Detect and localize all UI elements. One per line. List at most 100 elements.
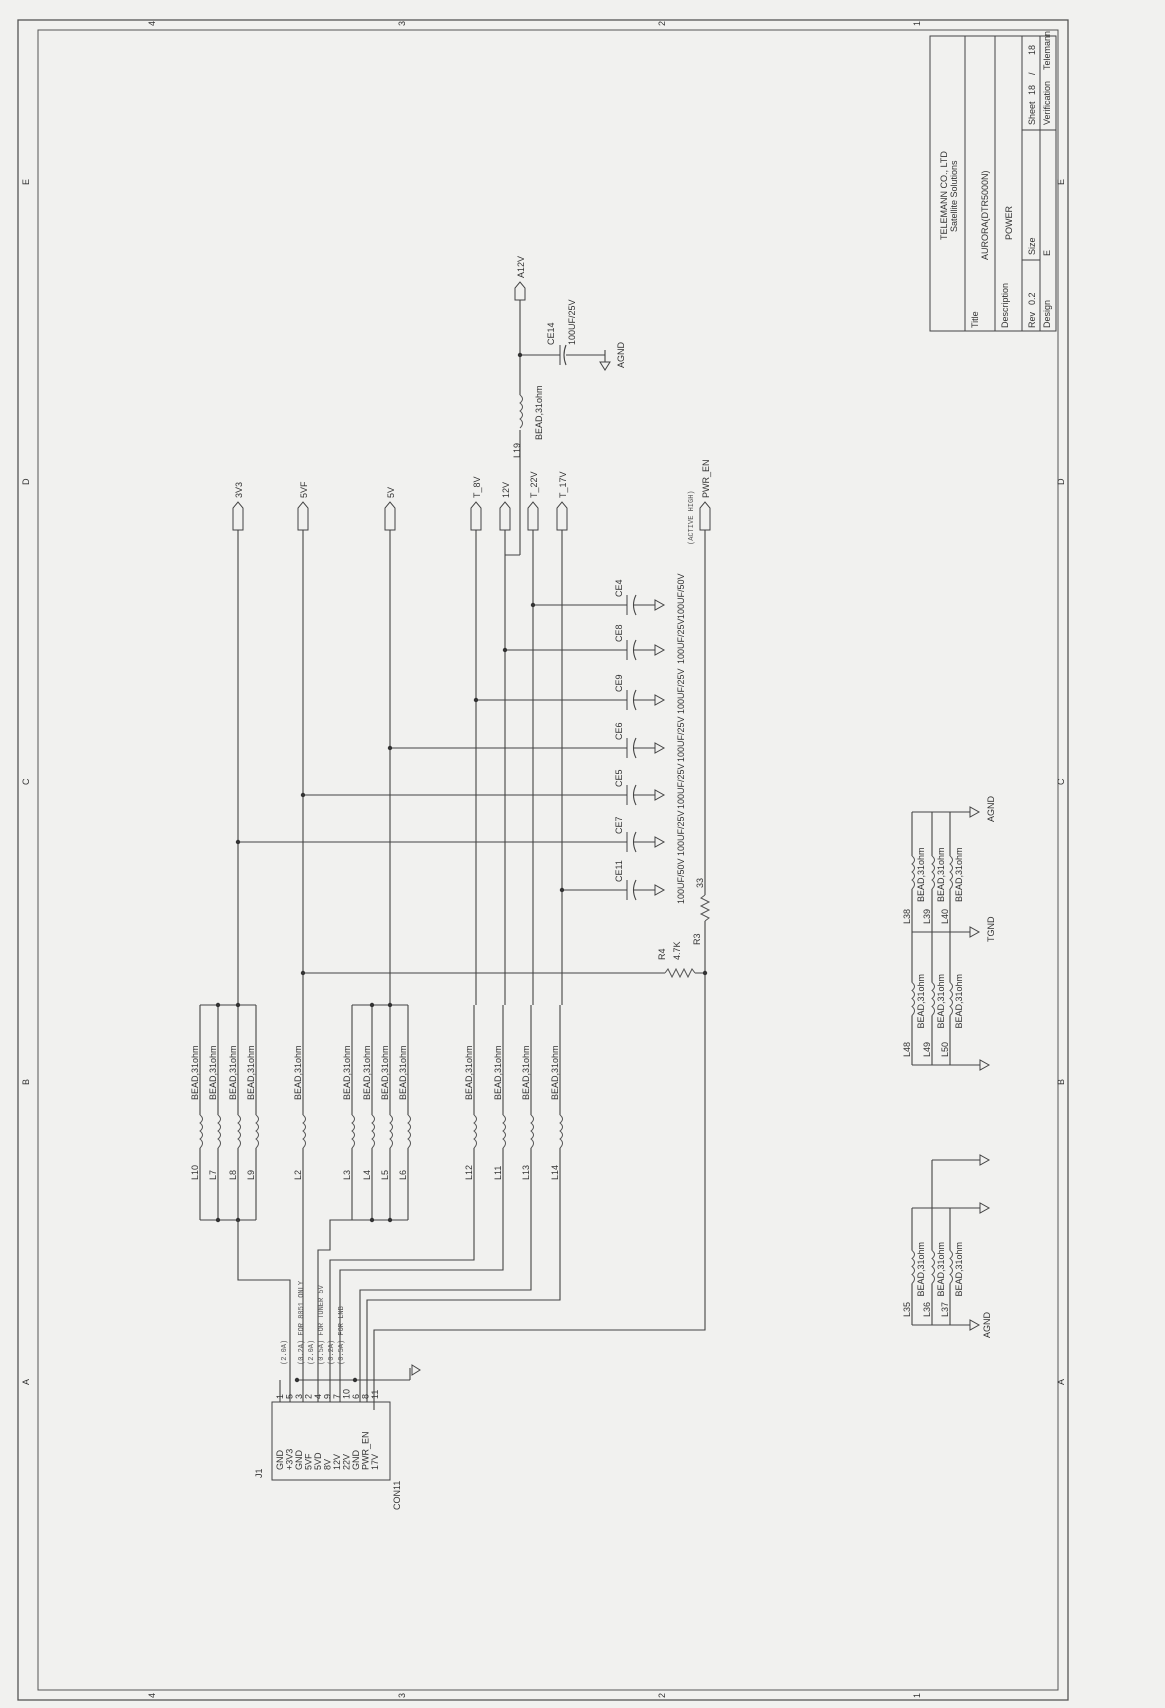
j1-pin-name: PWR_EN bbox=[361, 1431, 371, 1470]
bead-value: BEAD,31ohm bbox=[936, 974, 946, 1029]
cap-value: 100UF/25V bbox=[676, 716, 686, 762]
cap-ref: CE9 bbox=[614, 674, 624, 692]
bead-ref: L48 bbox=[902, 1042, 912, 1057]
bead-value: BEAD,31ohm bbox=[916, 974, 926, 1029]
connector-route bbox=[359, 1220, 532, 1402]
inductor-icon bbox=[237, 1114, 241, 1149]
inductor-icon bbox=[949, 982, 953, 1016]
current-note: (0.5A) FOR TUNER 5V bbox=[318, 1284, 326, 1365]
port-v5v bbox=[384, 501, 396, 531]
l19-value: BEAD,31ohm bbox=[534, 385, 544, 440]
port-t8v bbox=[470, 501, 482, 531]
bead-ref: L49 bbox=[922, 1042, 932, 1057]
inductor-icon bbox=[217, 1114, 221, 1149]
l19-ref: L19 bbox=[512, 443, 522, 458]
frame-row-label: A bbox=[21, 1379, 31, 1385]
description-value: POWER bbox=[1004, 205, 1014, 240]
frame-col-label: 2 bbox=[657, 21, 667, 26]
inner-frame bbox=[37, 29, 1059, 1691]
cap-value: 100UF/50V bbox=[676, 858, 686, 904]
current-note: (0.2A) bbox=[328, 1340, 336, 1365]
resistor-r4: R4 4.7K bbox=[303, 941, 705, 979]
ground-icon bbox=[979, 1202, 991, 1214]
cap-value: 100UF/50V bbox=[676, 573, 686, 619]
bead-ref: L9 bbox=[246, 1170, 256, 1180]
bead-ref: L39 bbox=[922, 909, 932, 924]
j1-pin-number: 5 bbox=[285, 1394, 295, 1399]
capacitor-ce9: CE9 100UF/25V bbox=[473, 668, 686, 714]
net-label-t8v: T_8V bbox=[472, 476, 482, 498]
frame-col-label: 4 bbox=[147, 1693, 157, 1698]
inductor-icon bbox=[255, 1114, 259, 1149]
ground-icon bbox=[969, 1319, 981, 1331]
company-subtitle: Satellite Solutions bbox=[949, 160, 959, 232]
frame-row-label: E bbox=[1056, 179, 1066, 185]
inductor-icon bbox=[911, 1250, 915, 1284]
bead-ref: L2 bbox=[293, 1170, 303, 1180]
pwr-en-wire bbox=[373, 530, 706, 1410]
bead-ref: L37 bbox=[940, 1302, 950, 1317]
bead-ref: L40 bbox=[940, 909, 950, 924]
bead-ref: L35 bbox=[902, 1302, 912, 1317]
size-value: E bbox=[1042, 250, 1052, 256]
inductor-icon bbox=[302, 1114, 306, 1149]
inductor-icon bbox=[199, 1114, 203, 1149]
ground-icon bbox=[979, 1059, 991, 1071]
connector-route bbox=[329, 1220, 475, 1402]
cap-ref: CE4 bbox=[614, 579, 624, 597]
bead-ref: L13 bbox=[521, 1165, 531, 1180]
sheet-label: Sheet bbox=[1027, 101, 1037, 125]
j1-pin-number: 2 bbox=[304, 1394, 314, 1399]
bead-ref: L5 bbox=[380, 1170, 390, 1180]
j1-pin-name: 8V bbox=[323, 1459, 333, 1470]
inductor-icon bbox=[911, 982, 915, 1016]
frame-col-label: 4 bbox=[147, 21, 157, 26]
j1-pin-name: GND bbox=[351, 1450, 361, 1471]
r4-ref: R4 bbox=[657, 948, 667, 960]
capacitor-ce11: CE11 100UF/50V bbox=[559, 858, 686, 904]
bead-ref: L3 bbox=[342, 1170, 352, 1180]
sheet-separator: / bbox=[1027, 72, 1037, 75]
inductor-icon bbox=[911, 855, 915, 890]
capacitor-ce4: CE4 100UF/50V bbox=[530, 573, 686, 619]
frame-col-label: 3 bbox=[397, 21, 407, 26]
j1-pin-number: 3 bbox=[294, 1394, 304, 1399]
cap-ref: CE11 bbox=[614, 860, 624, 882]
cap-value: 100UF/25V bbox=[676, 668, 686, 714]
j1-pin-number: 9 bbox=[323, 1394, 333, 1399]
inductor-icon bbox=[949, 1250, 953, 1284]
j1-pin-name: 17V bbox=[370, 1454, 380, 1470]
port-t17v bbox=[556, 501, 568, 531]
j1-pin-name: GND bbox=[294, 1450, 304, 1471]
frame-row-label: D bbox=[1056, 478, 1066, 485]
rev-label: Rev bbox=[1027, 311, 1037, 328]
inductor-icon bbox=[371, 1114, 375, 1149]
title-label: Title bbox=[970, 311, 980, 328]
cap-ref: CE7 bbox=[614, 816, 624, 834]
verification-value: Telemann bbox=[1042, 31, 1052, 70]
ce14-ref: CE14 bbox=[546, 322, 556, 345]
bead-ref: L50 bbox=[940, 1042, 950, 1057]
frame-row-label: A bbox=[1056, 1379, 1066, 1385]
bead-ref: L38 bbox=[902, 909, 912, 924]
inductor-icon bbox=[931, 855, 935, 890]
port-t22v bbox=[527, 501, 539, 531]
j1-pin-number: 8 bbox=[361, 1394, 371, 1399]
bead-ref: L14 bbox=[550, 1165, 560, 1180]
cap-ref: CE8 bbox=[614, 624, 624, 642]
frame-col-label: 1 bbox=[912, 1693, 922, 1698]
